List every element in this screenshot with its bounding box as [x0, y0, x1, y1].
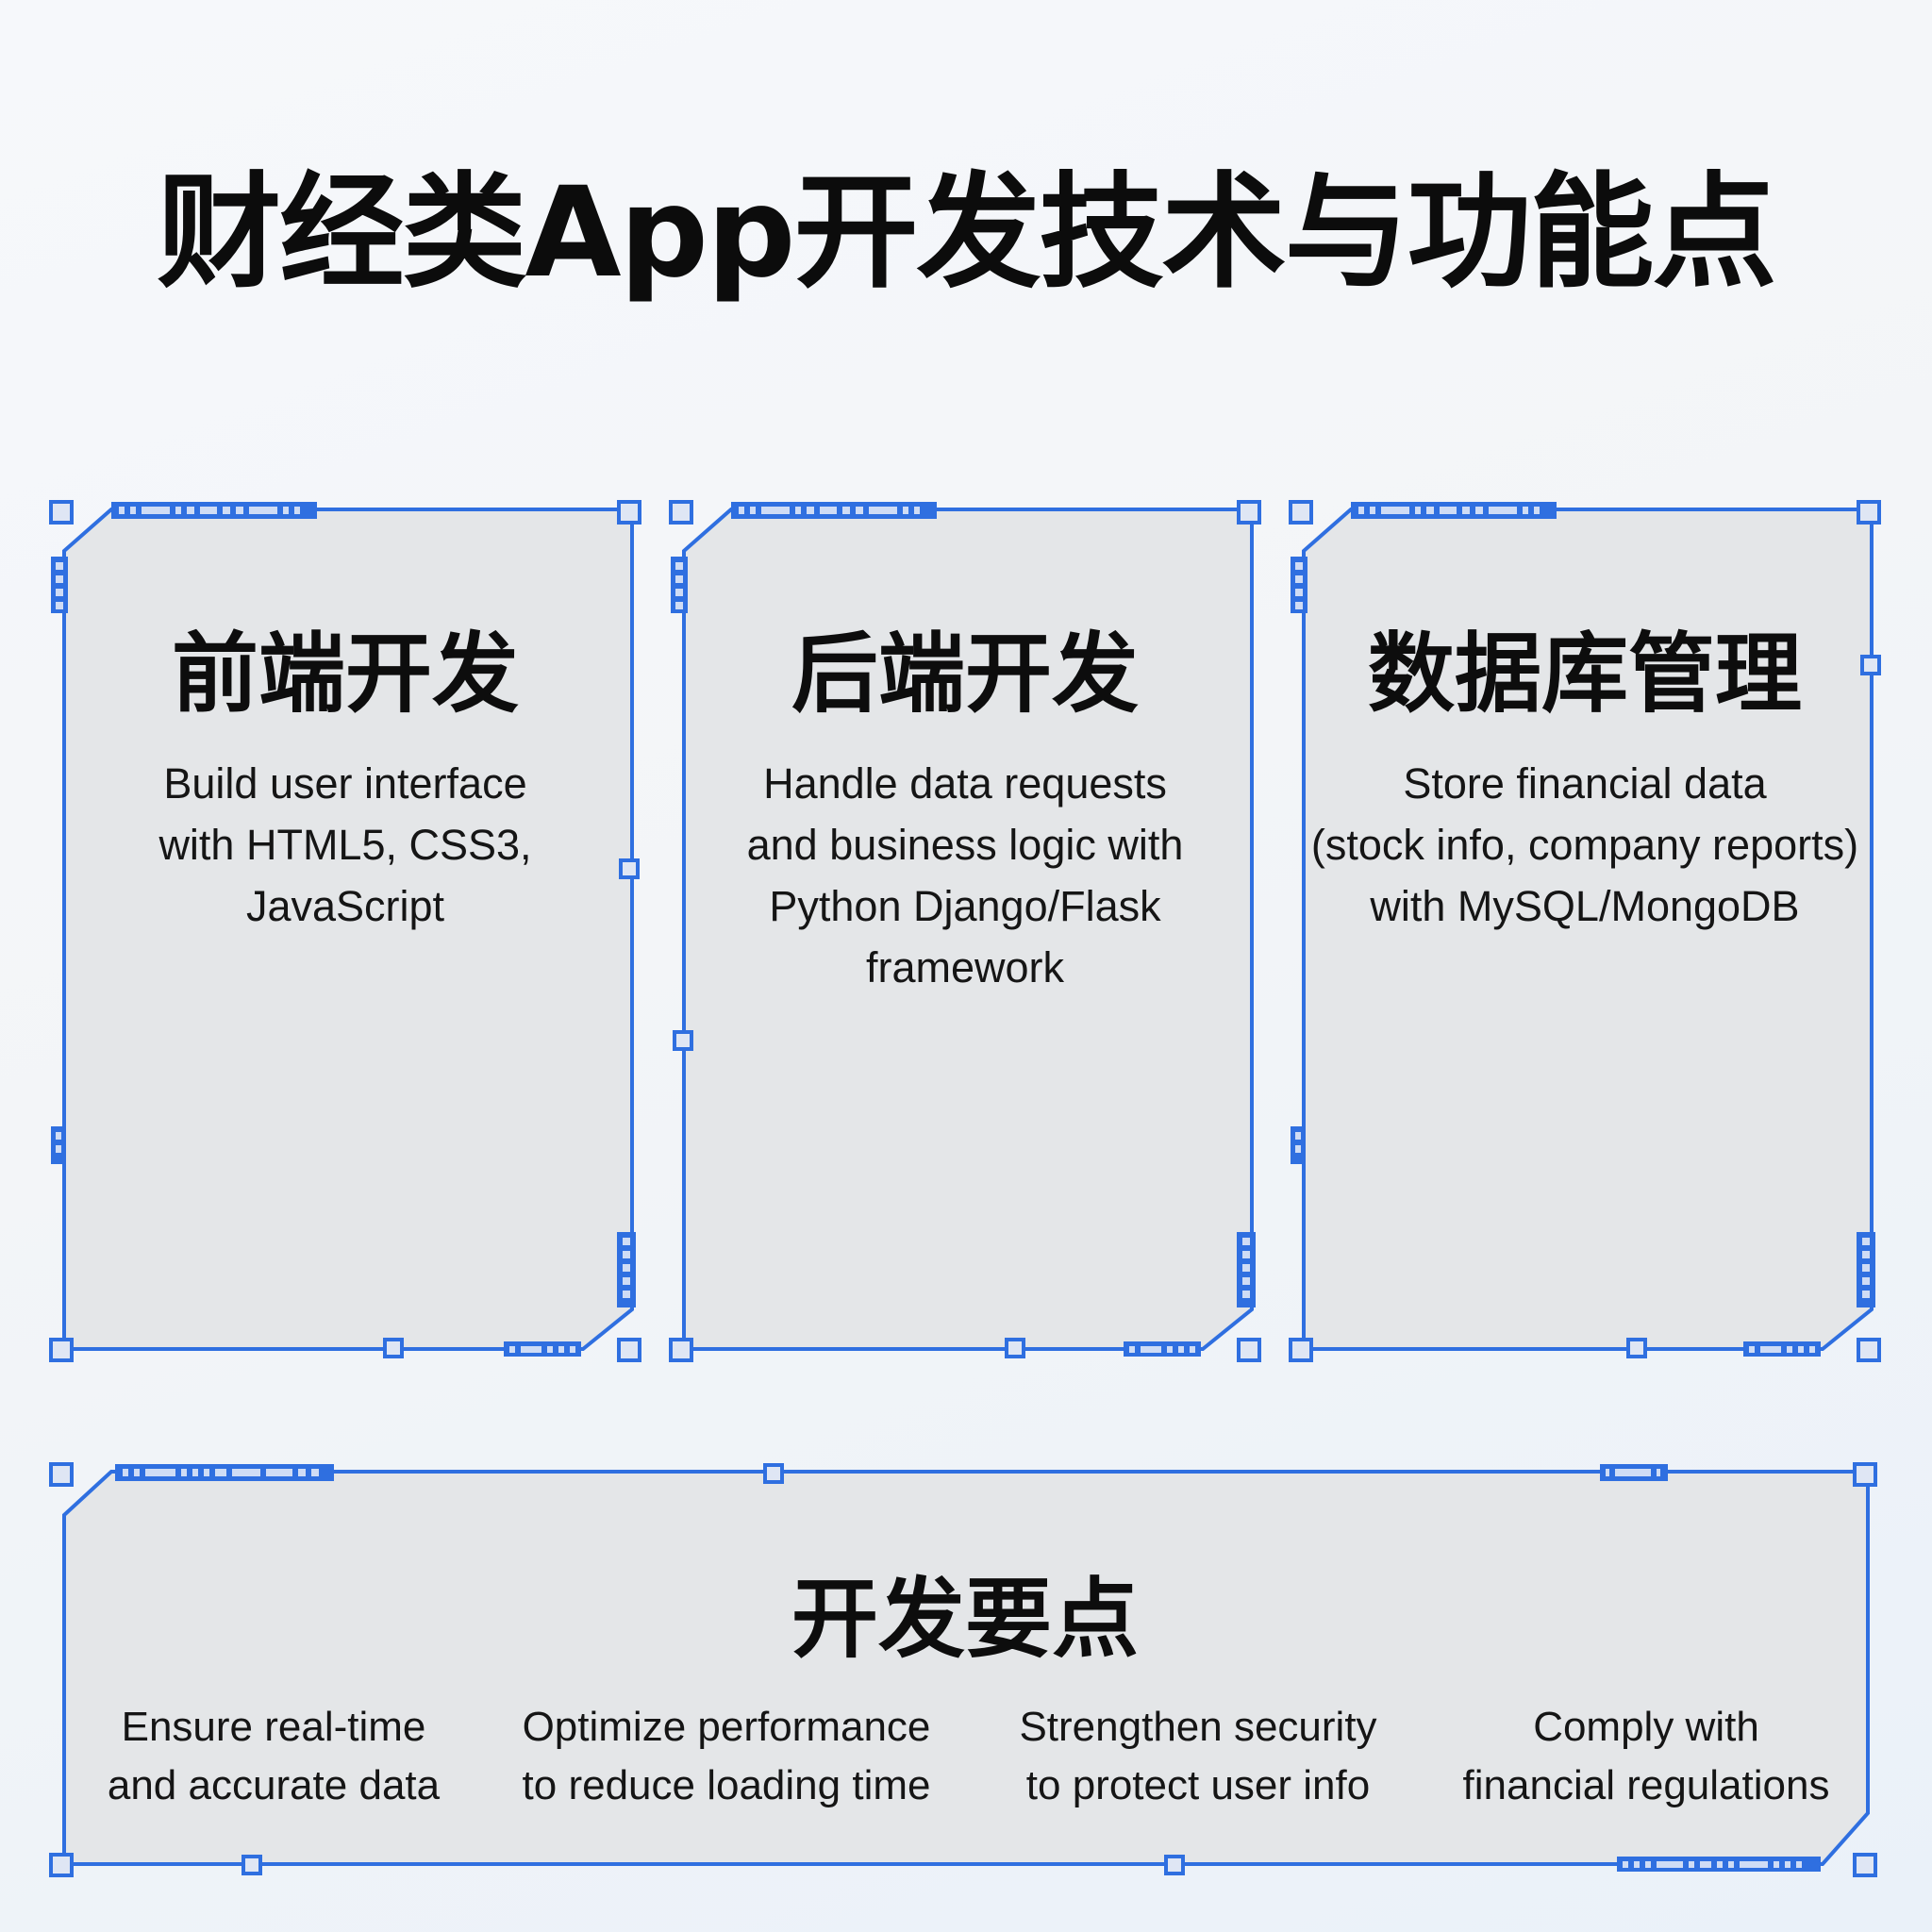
card-title: 开发要点: [791, 1569, 1139, 1670]
tech-frame-icon: [1289, 500, 1881, 1362]
card-title: 后端开发: [791, 624, 1139, 724]
tech-frame-icon: [669, 500, 1261, 1362]
page-title: 财经类App开发技术与功能点: [157, 160, 1776, 306]
tech-frame-icon: [49, 500, 641, 1362]
card-backend: 后端开发 Handle data requests and business l…: [669, 500, 1261, 1362]
card-database: 数据库管理 Store financial data (stock info, …: [1289, 500, 1881, 1362]
key-point-item: Comply with financial regulations: [1462, 1704, 1830, 1808]
card-description: Store financial data (stock info, compan…: [1310, 759, 1859, 930]
key-point-item: Optimize performance to reduce loading t…: [522, 1704, 931, 1808]
card-frontend: 前端开发 Build user interface with HTML5, CS…: [49, 500, 641, 1362]
card-title: 前端开发: [171, 624, 519, 724]
key-point-item: Ensure real-time and accurate data: [107, 1704, 441, 1808]
tech-frame-icon: [49, 1462, 1877, 1877]
card-description: Handle data requests and business logic …: [746, 759, 1184, 991]
card-title: 数据库管理: [1367, 624, 1802, 724]
card-description: Build user interface with HTML5, CSS3, J…: [158, 759, 532, 930]
key-point-item: Strengthen security to protect user info: [1019, 1704, 1377, 1808]
card-key-points: 开发要点: [49, 1462, 1877, 1877]
